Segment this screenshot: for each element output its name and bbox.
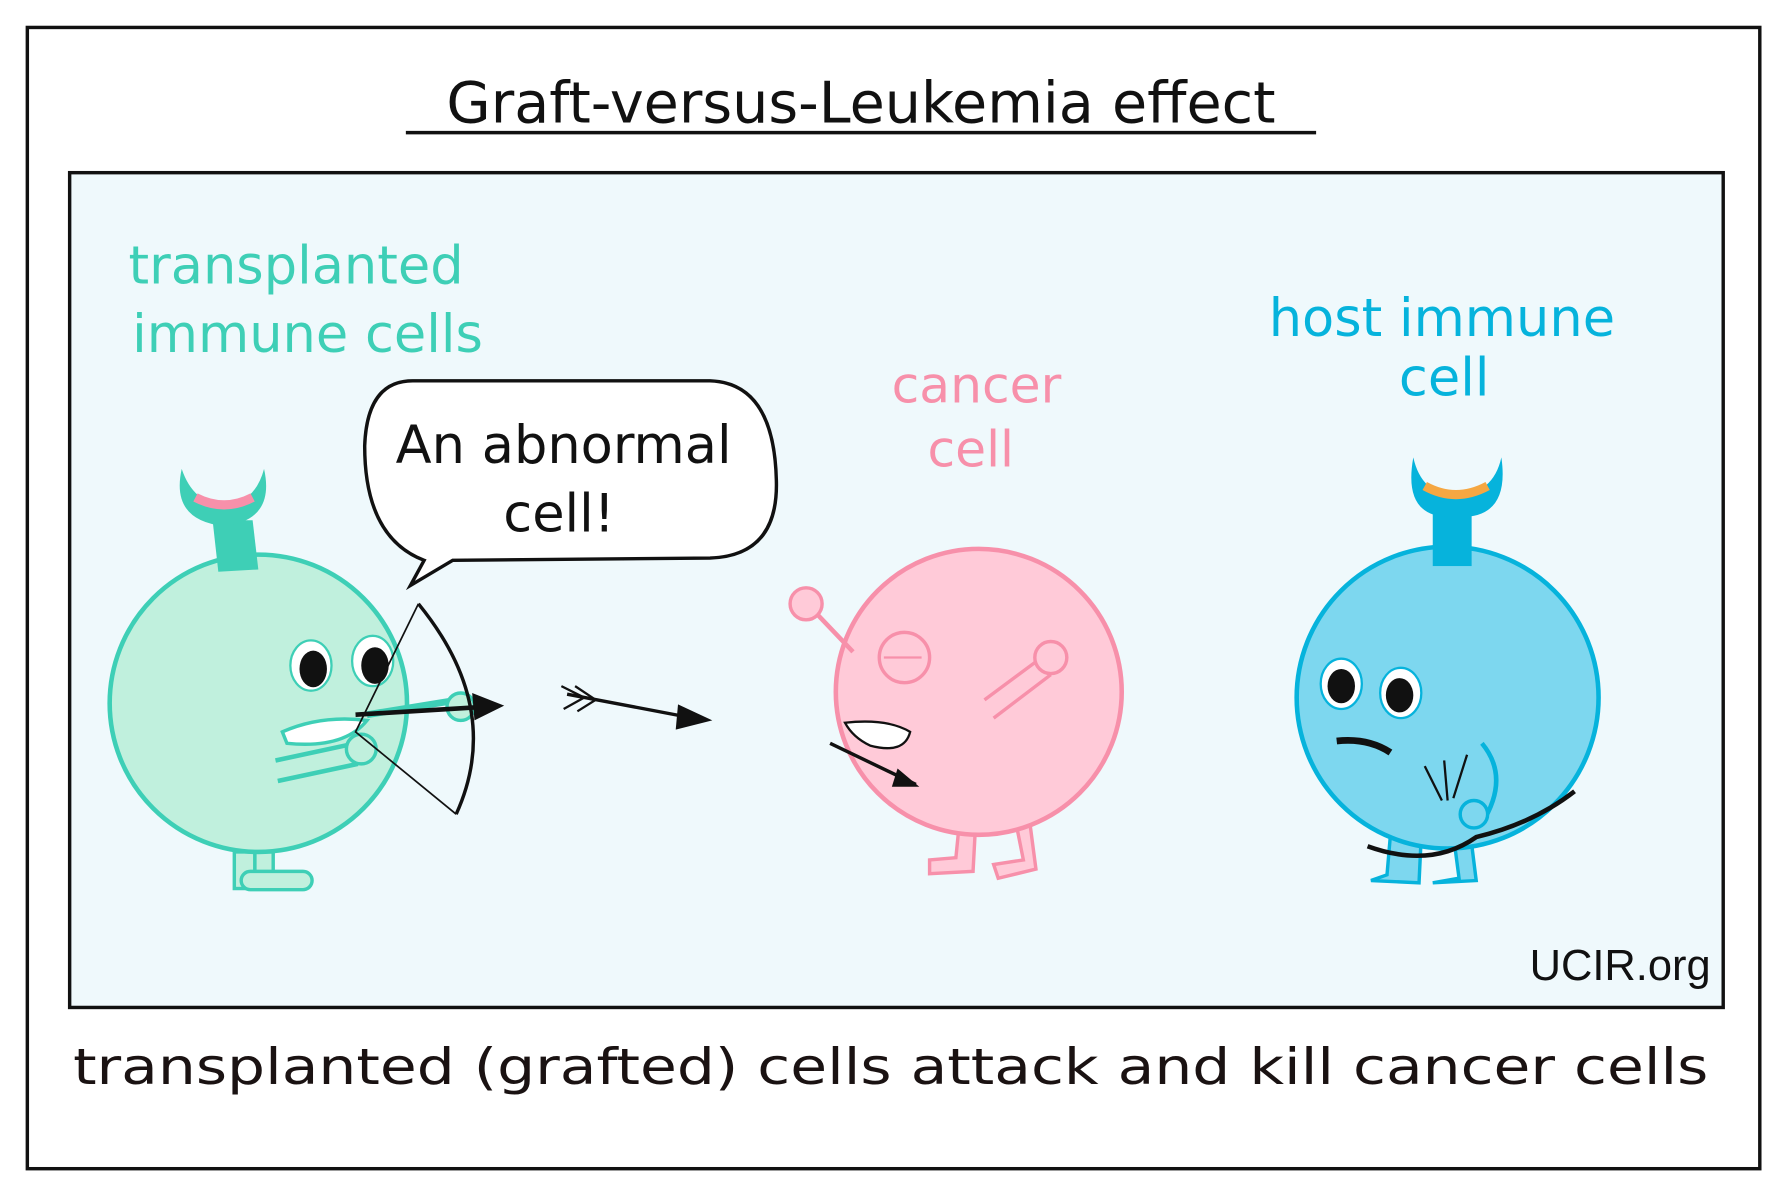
receptor-stem: [212, 520, 259, 572]
cancer-cell: [788, 546, 1124, 881]
receptor-icon: [179, 468, 267, 527]
transplanted-label-line1: transplanted: [129, 236, 464, 297]
speech-bubble: An abnormal cell!: [362, 379, 779, 591]
diagram-title: Graft-versus-Leukemia effect: [446, 70, 1275, 136]
arrowhead-icon: [472, 692, 505, 721]
receptor-icon: [1411, 457, 1503, 518]
caption: transplanted (grafted) cells attack and …: [73, 1037, 1708, 1096]
outer-frame: [25, 25, 1762, 1171]
cancer-label-line2: cell: [927, 420, 1014, 479]
speech-line2: cell!: [503, 484, 615, 545]
flying-arrow: [560, 685, 713, 730]
cancer-label-line1: cancer: [892, 356, 1062, 415]
bow-and-arrow: [354, 602, 505, 815]
speech-line1: An abnormal: [396, 415, 732, 476]
transplanted-label-line2: immune cells: [132, 304, 483, 365]
host-label-line1: host immune: [1269, 288, 1615, 349]
ucir-watermark: UCIR.org: [1530, 942, 1711, 990]
host-label-line2: cell: [1399, 348, 1490, 409]
host-immune-cell: [1294, 457, 1601, 885]
dropped-bow: [1366, 789, 1576, 858]
